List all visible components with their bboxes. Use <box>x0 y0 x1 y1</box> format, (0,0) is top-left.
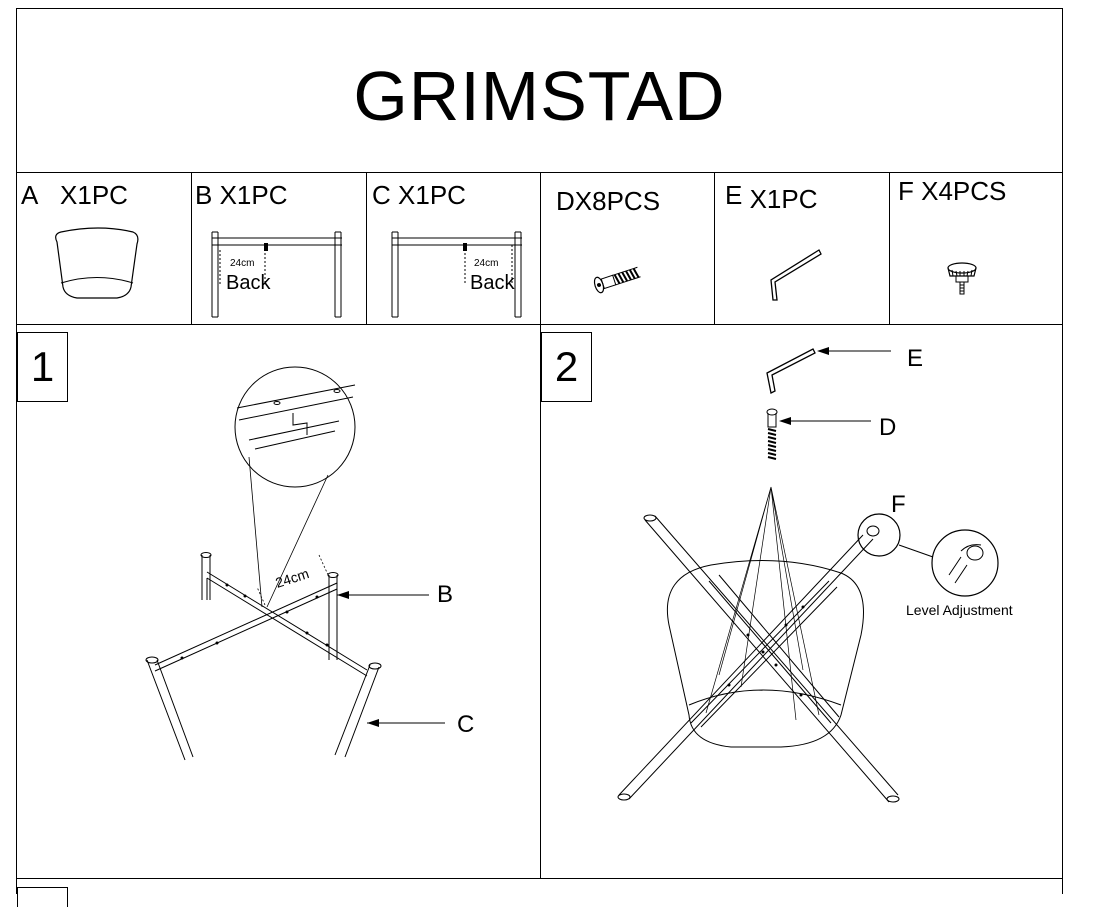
part-b-measure: 24cm <box>230 258 255 269</box>
step-1-number: 1 <box>17 332 68 402</box>
product-title: GRIMSTAD <box>353 56 726 135</box>
step-1-panel: 1 <box>17 325 541 878</box>
part-b-letter: B <box>195 180 213 210</box>
part-e-letter: E <box>725 180 743 210</box>
part-c: C X1PC 24cm Back <box>367 172 541 324</box>
step-2-panel: 2 <box>541 325 1063 878</box>
part-b-label: B X1PC <box>195 180 288 211</box>
next-step-number-box <box>17 887 68 907</box>
callout-d: D <box>879 414 897 441</box>
instruction-sheet: GRIMSTAD A X1PC B X1PC <box>16 8 1063 907</box>
callout-c: C <box>457 711 475 738</box>
part-e-label: E X1PC <box>725 180 818 214</box>
callout-e: E <box>907 345 924 372</box>
parts-list: A X1PC B X1PC 24cm Back <box>17 172 1062 325</box>
part-b-qty: X1PC <box>219 180 288 210</box>
part-f: F X4PCS <box>890 172 1064 324</box>
part-c-measure: 24cm <box>474 258 499 269</box>
part-f-letter: F <box>898 176 914 206</box>
part-a-qty: X1PC <box>60 180 128 210</box>
level-adjustment-label: Level Adjustment <box>906 602 1013 618</box>
part-c-back-label: Back <box>470 272 515 294</box>
step-2-number: 2 <box>541 332 592 402</box>
part-b: B X1PC 24cm Back <box>192 172 367 324</box>
part-c-letter: C <box>372 180 391 210</box>
level-foot-icon <box>947 262 977 295</box>
part-d-label: DX8PCS <box>556 186 660 217</box>
step-1-illustration <box>145 366 445 761</box>
part-f-label: F X4PCS <box>898 176 1006 207</box>
part-e: E X1PC <box>715 172 890 324</box>
callout-b: B <box>437 581 454 608</box>
step-2-illustration <box>617 347 999 803</box>
part-d: DX8PCS <box>541 172 715 324</box>
part-a: A X1PC <box>17 172 192 324</box>
frame-c-icon <box>391 231 522 318</box>
part-f-qty: X4PCS <box>921 176 1007 206</box>
bolt-icon <box>593 266 641 294</box>
part-b-back-label: Back <box>226 272 271 294</box>
seat-icon <box>55 227 139 299</box>
frame-b-icon <box>211 231 342 318</box>
title-box: GRIMSTAD <box>17 9 1062 173</box>
allen-key-icon <box>770 249 822 301</box>
part-c-qty: X1PC <box>398 180 466 210</box>
step-row-divider <box>17 878 1062 879</box>
callout-f: F <box>891 491 906 518</box>
part-e-qty: X1PC <box>749 184 818 214</box>
part-d-qty: X8PCS <box>574 186 661 216</box>
part-a-letter: A <box>21 180 39 210</box>
part-a-label: A X1PC <box>21 180 128 211</box>
part-d-letter: D <box>556 186 575 216</box>
part-c-label: C X1PC <box>372 180 466 211</box>
